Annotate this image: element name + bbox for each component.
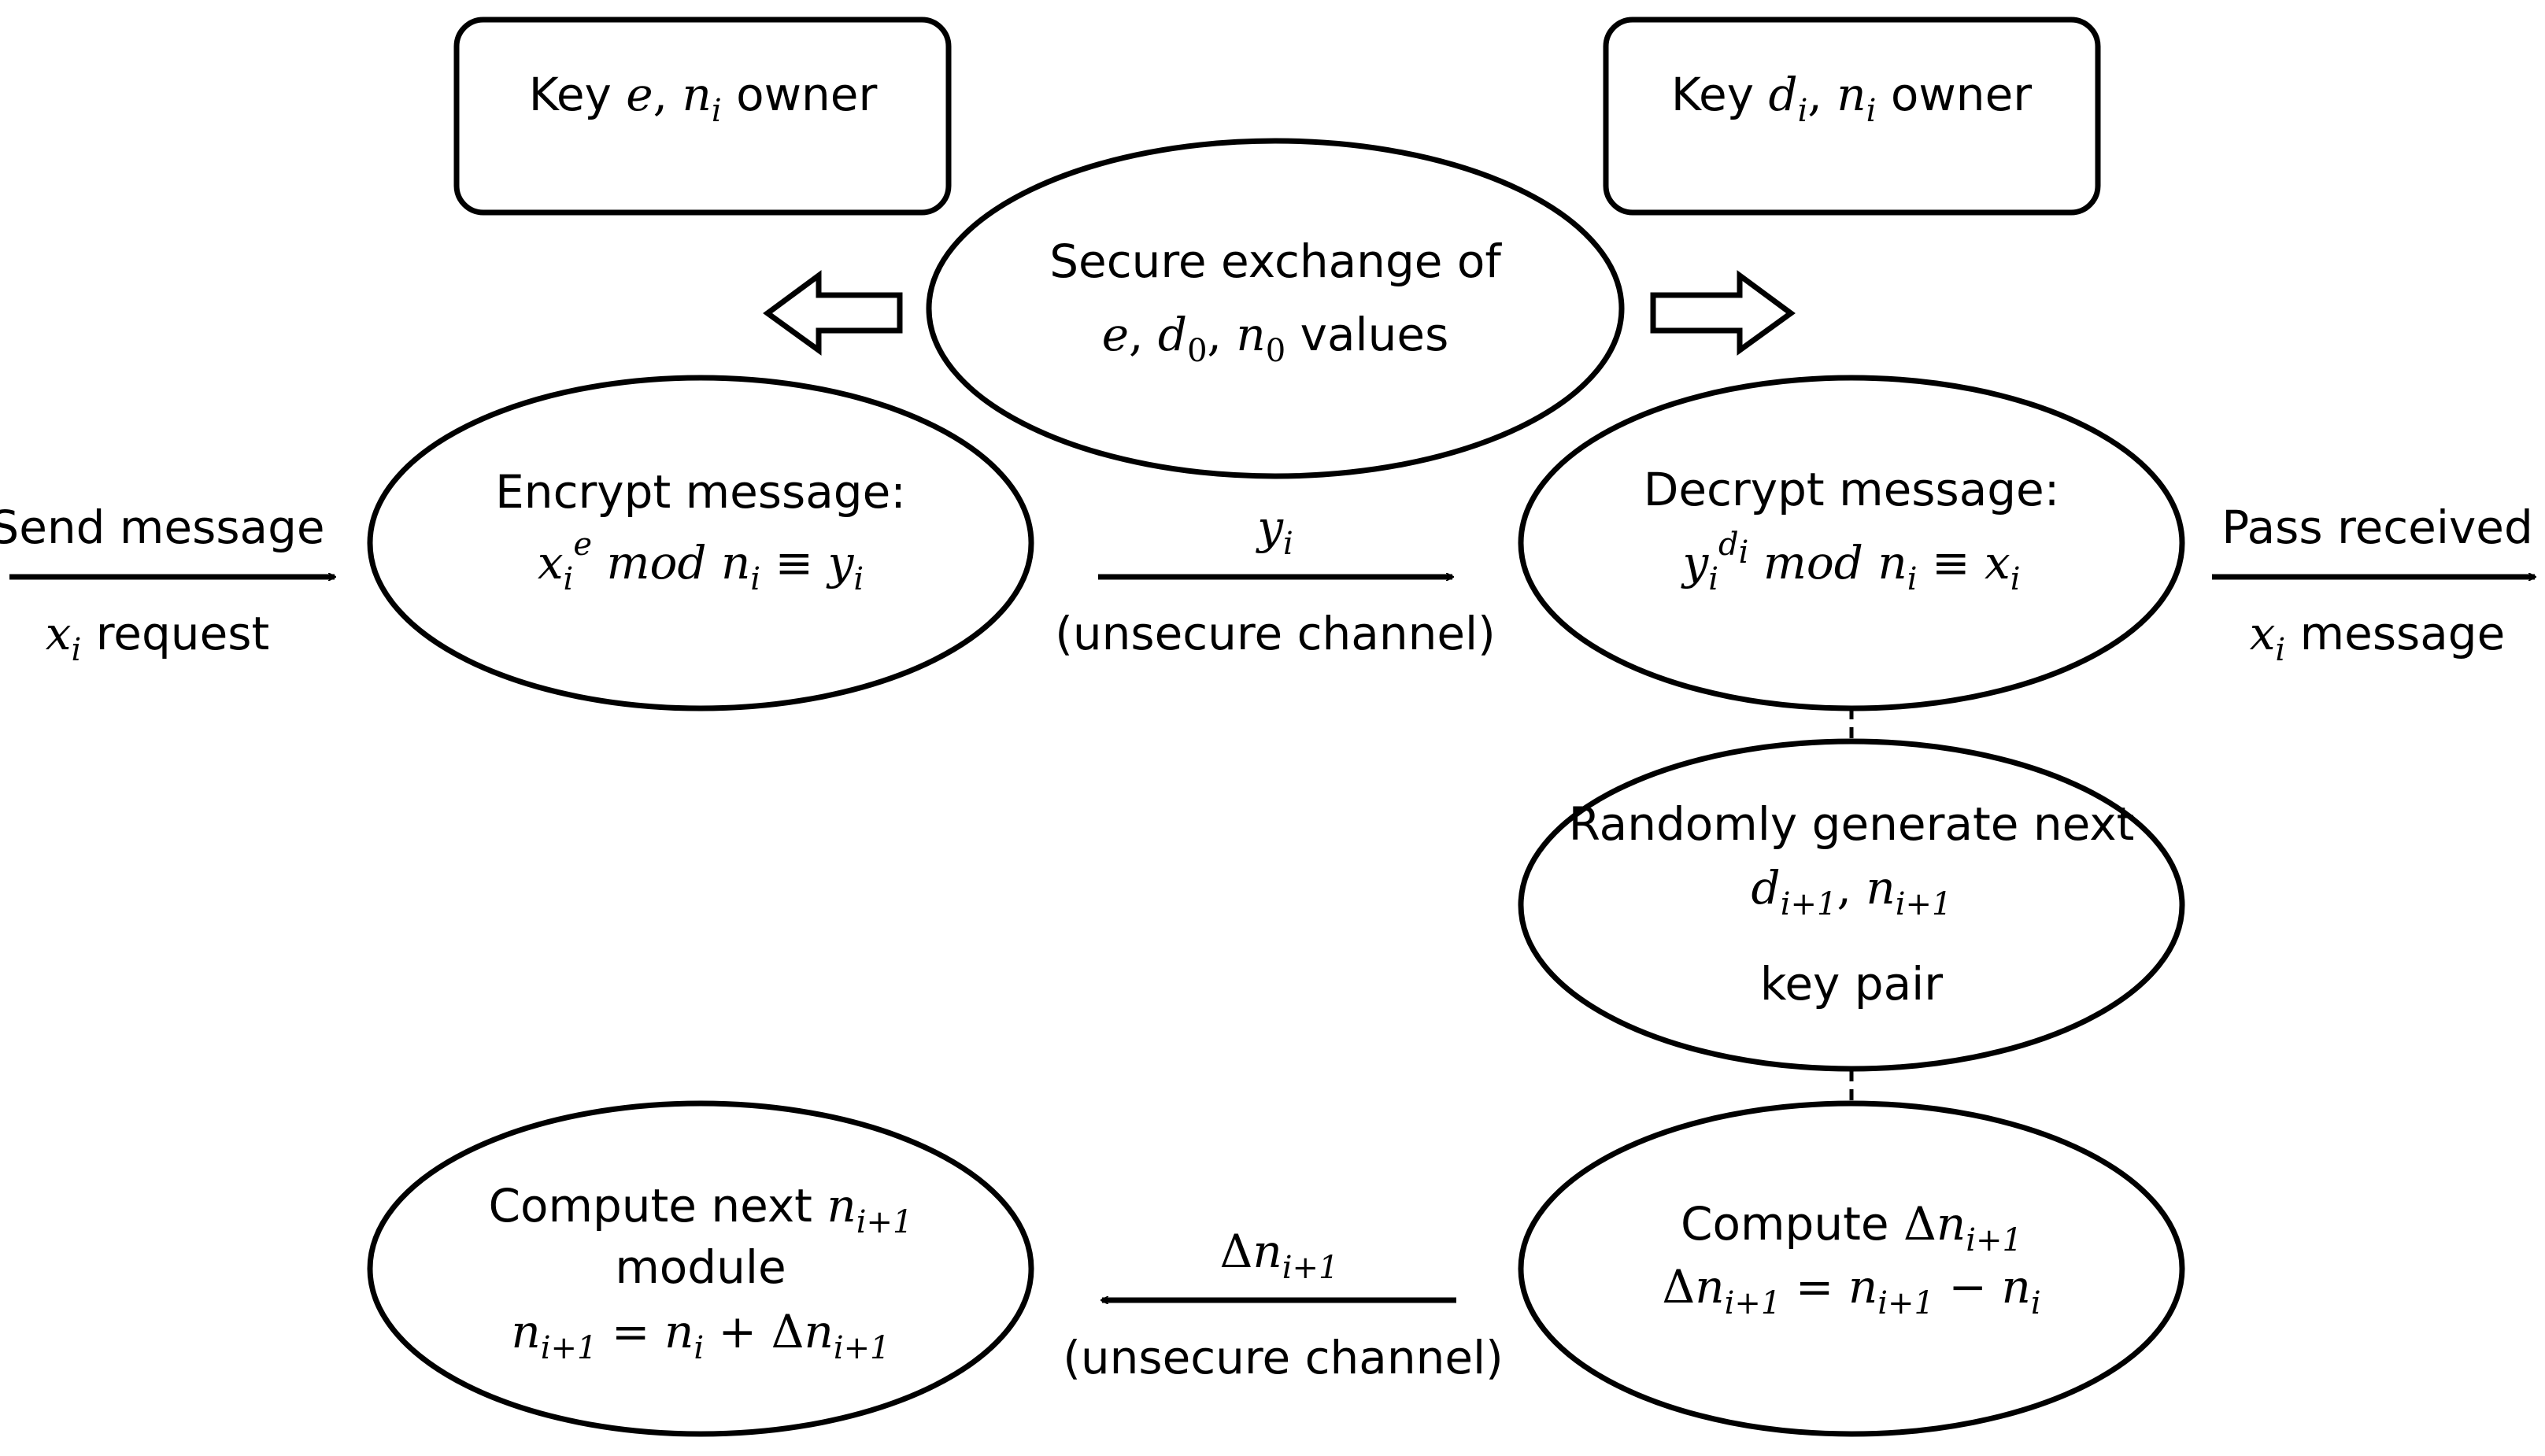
send-label-top: Send message — [0, 501, 325, 554]
decrypt-formula: yidi mod ni ≡ xi — [1680, 527, 2020, 597]
secure-exchange-ellipse — [926, 138, 1625, 479]
channel-top-y: yi — [1255, 501, 1293, 562]
compute-next-ellipse — [367, 1100, 1034, 1437]
encrypt-formula: xie mod ni ≡ yi — [538, 527, 864, 597]
encrypt-ellipse — [367, 375, 1034, 711]
secure-exchange-line2: e, d0, n0 values — [1102, 308, 1449, 369]
compute-delta-title: Compute Δni+1 — [1681, 1197, 2022, 1258]
compute-delta-ellipse — [1518, 1100, 2185, 1437]
compute-next-line2: module — [615, 1240, 786, 1294]
hollow-arrow-right — [1650, 270, 1796, 356]
left-owner-label: Key e, ni owner — [529, 68, 878, 129]
right-owner-box — [1603, 17, 2101, 216]
decrypt-title: Decrypt message: — [1644, 463, 2060, 516]
compute-next-title: Compute next ni+1 — [489, 1179, 913, 1240]
right-owner-label: Key di, ni owner — [1671, 68, 2032, 129]
left-owner-box — [453, 17, 952, 216]
channel-bottom-delta: Δni+1 — [1219, 1225, 1338, 1286]
random-line3: key pair — [1760, 957, 1943, 1011]
compute-next-formula: ni+1 = ni + Δni+1 — [511, 1305, 890, 1366]
hollow-arrow-left — [763, 270, 903, 356]
channel-top-label: (unsecure channel) — [1055, 607, 1496, 660]
secure-exchange-line1: Secure exchange of — [1049, 235, 1502, 288]
random-generate-ellipse — [1518, 738, 2185, 1072]
encrypt-title: Encrypt message: — [495, 465, 906, 519]
pass-label-top: Pass received — [2221, 501, 2533, 554]
pass-label-bottom: xi message — [2250, 607, 2506, 668]
send-label-bottom: xi request — [46, 607, 269, 668]
random-line1: Randomly generate next — [1569, 797, 2135, 851]
channel-bottom-label: (unsecure channel) — [1063, 1331, 1504, 1384]
compute-delta-formula: Δni+1 = ni+1 − ni — [1662, 1260, 2040, 1321]
random-line2: di+1, ni+1 — [1752, 861, 1952, 922]
